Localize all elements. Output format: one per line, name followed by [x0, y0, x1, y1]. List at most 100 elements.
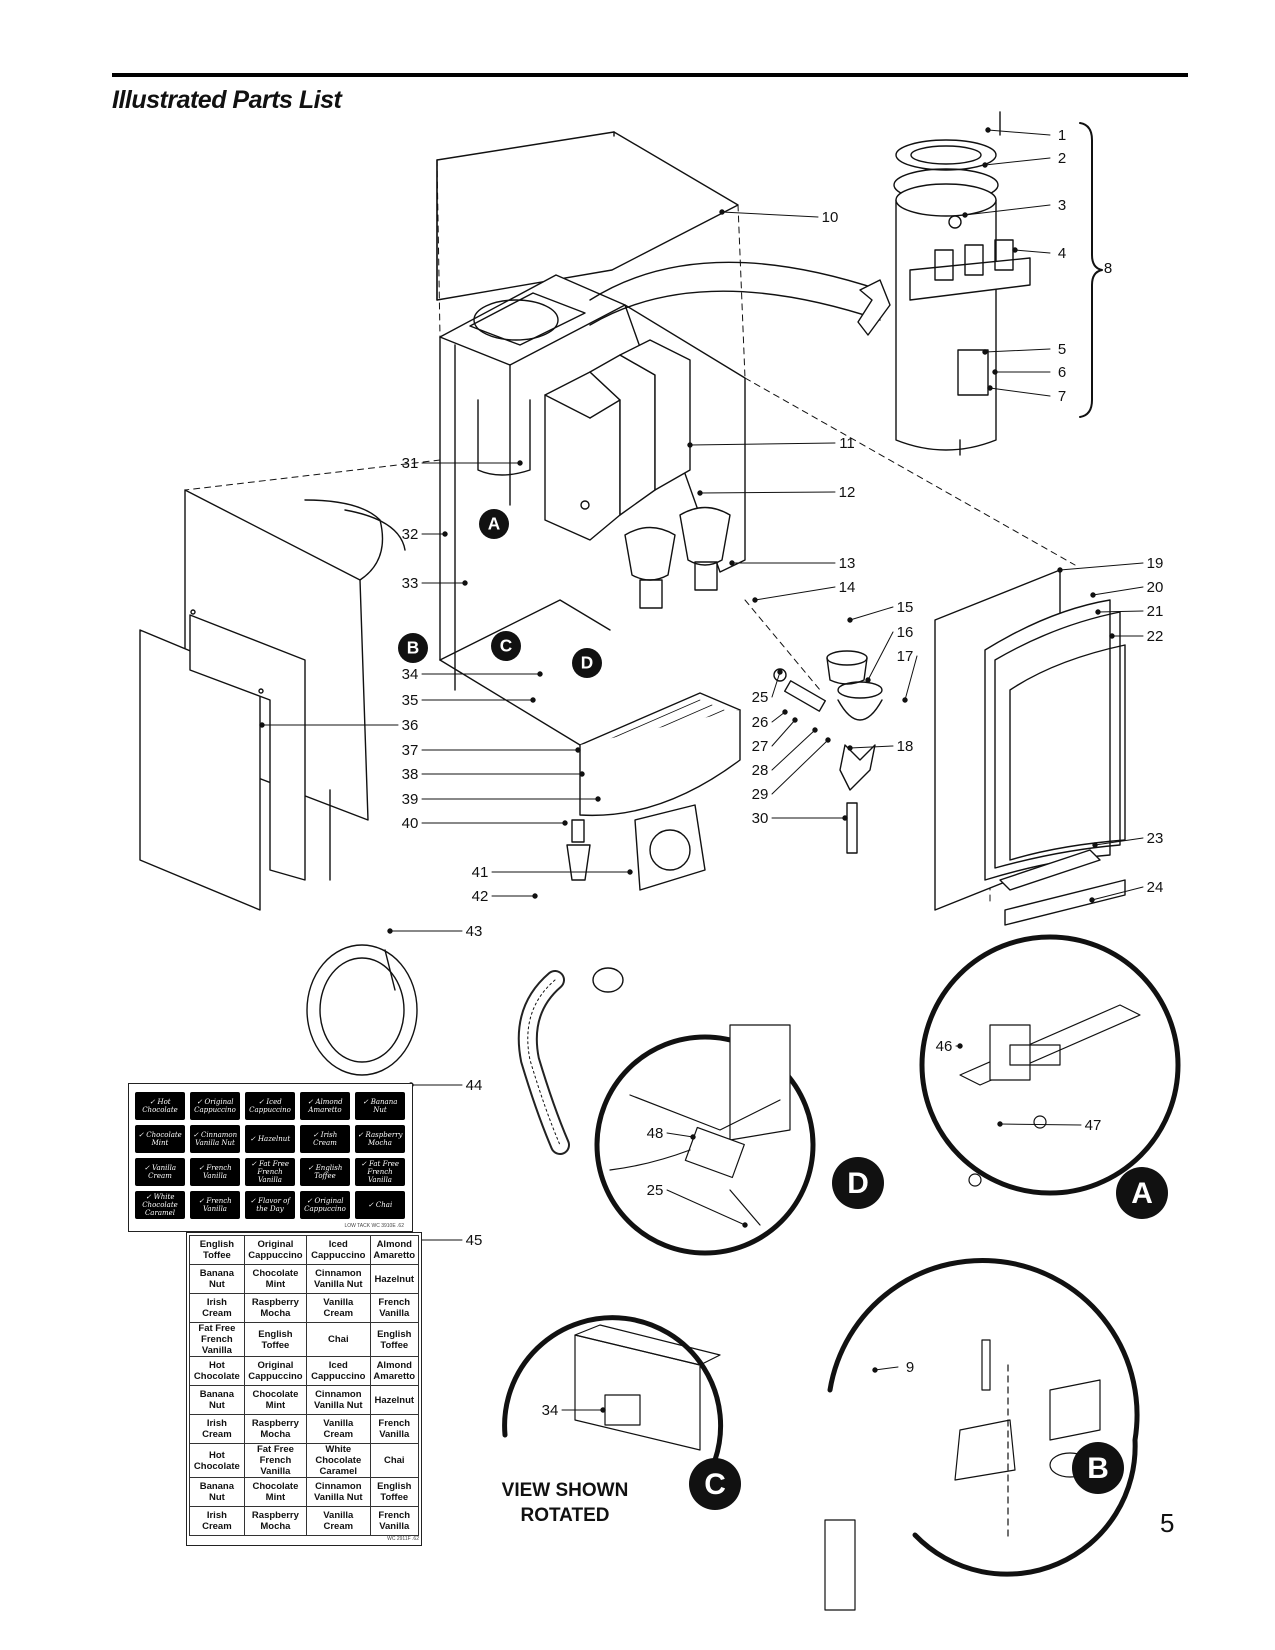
detail-badge-b	[1072, 1442, 1124, 1494]
leader-dot	[962, 212, 968, 218]
callout-38: 38	[402, 766, 419, 783]
callout-22: 22	[1147, 628, 1164, 645]
leader-line	[867, 631, 894, 681]
drain-tube-coil	[306, 944, 418, 1076]
leader-line	[849, 745, 894, 749]
flavor-label: ✓ White Chocolate Caramel	[135, 1191, 185, 1219]
detail-badge-c	[689, 1458, 741, 1510]
flavor-label: ✓ Original Cappuccino	[300, 1191, 350, 1219]
leader-lines	[259, 127, 1144, 1413]
callout-10: 10	[822, 209, 839, 226]
leader-dot	[1109, 633, 1115, 639]
callout-29: 29	[752, 786, 769, 803]
leader-dot	[1095, 609, 1101, 615]
flavor-label: ✓ Original Cappuccino	[190, 1092, 240, 1120]
callout-18: 18	[897, 738, 914, 755]
flavor-label: ✓ French Vanilla	[190, 1191, 240, 1219]
leader-dot	[600, 1407, 606, 1413]
leader-dot	[782, 709, 788, 715]
callout-39: 39	[402, 791, 419, 808]
leader-dot	[865, 677, 871, 683]
view-shown-rotated-note: VIEW SHOWN ROTATED	[480, 1478, 650, 1528]
leader-line	[904, 655, 918, 701]
leader-dot	[812, 727, 818, 733]
flavor-cell: English Toffee	[243, 1322, 308, 1357]
leader-dot	[825, 737, 831, 743]
flavor-label: ✓ Banana Nut	[355, 1092, 405, 1120]
detail-badge-letter: D	[847, 1167, 869, 1200]
flavor-cell: Irish Cream	[189, 1293, 245, 1323]
leader-line	[1091, 886, 1144, 901]
flavor-label: ✓ Irish Cream	[300, 1125, 350, 1153]
flavor-cell: Irish Cream	[189, 1506, 245, 1536]
flavor-cell: Hazelnut	[369, 1385, 419, 1415]
callout-47: 47	[1085, 1117, 1102, 1134]
product-canisters	[544, 339, 691, 541]
flavor-label: ✓ English Toffee	[300, 1158, 350, 1186]
leader-dot	[992, 369, 998, 375]
leader-line	[754, 586, 836, 601]
flavor-cell: Raspberry Mocha	[243, 1414, 308, 1444]
leader-dot	[847, 745, 853, 751]
flavor-cell: Raspberry Mocha	[243, 1506, 308, 1536]
flavor-cell: English Toffee	[189, 1235, 245, 1265]
leader-line	[771, 711, 786, 723]
callout-48: 48	[647, 1125, 664, 1142]
leader-dot	[982, 162, 988, 168]
callout-32: 32	[402, 526, 419, 543]
detail-badge-letter: B	[1087, 1452, 1109, 1485]
leader-dot	[517, 460, 523, 466]
leader-dot	[562, 820, 568, 826]
leader-dot	[537, 671, 543, 677]
leader-dot	[985, 127, 991, 133]
flavor-cell: Chai	[369, 1443, 419, 1478]
flavor-cell: Vanilla Cream	[306, 1414, 371, 1444]
callout-numbers: 1234567891011121314151617181920212223242…	[402, 127, 1164, 1419]
callout-35: 35	[402, 692, 419, 709]
callout-44: 44	[466, 1077, 483, 1094]
callout-5: 5	[1058, 341, 1066, 358]
flavor-cell: Hot Chocolate	[189, 1443, 245, 1478]
note-line-2: ROTATED	[520, 1505, 610, 1526]
flavor-cell: Vanilla Cream	[306, 1506, 371, 1536]
flavor-cell: Hazelnut	[369, 1264, 419, 1294]
leader-line	[666, 1132, 694, 1138]
callout-23: 23	[1147, 830, 1164, 847]
flavor-cell: Banana Nut	[189, 1385, 245, 1415]
flavor-cell: Almond Amaretto	[369, 1356, 419, 1386]
labels-44-grid: ✓ Hot Chocolate✓ Original Cappuccino✓ Ic…	[135, 1092, 405, 1219]
detail-badge-c	[491, 631, 521, 661]
callout-40: 40	[402, 815, 419, 832]
leader-line	[849, 606, 894, 621]
callout-46: 46	[936, 1038, 953, 1055]
leader-dot	[579, 771, 585, 777]
flavor-cell: Chocolate Mint	[243, 1385, 308, 1415]
callout-21: 21	[1147, 603, 1164, 620]
callout-16: 16	[897, 624, 914, 641]
detail-badge-letter: A	[1131, 1177, 1153, 1210]
leader-dot	[1012, 247, 1018, 253]
flex-hose	[517, 967, 624, 1155]
callout-3: 3	[1058, 197, 1066, 214]
leader-line	[1097, 610, 1144, 613]
callout-17: 17	[897, 648, 914, 665]
flavor-label: ✓ Hazelnut	[245, 1125, 295, 1153]
flavor-cell: Irish Cream	[189, 1414, 245, 1444]
leader-dot	[1057, 567, 1063, 573]
detail-circle-c	[502, 1315, 724, 1463]
leader-line	[989, 387, 1051, 397]
leader-line	[984, 157, 1051, 166]
flavor-cell: Fat Free French Vanilla	[189, 1322, 245, 1357]
leader-dot	[902, 697, 908, 703]
leader-dot	[532, 893, 538, 899]
drip-tray	[579, 692, 741, 817]
flavor-cell: Chai	[306, 1322, 371, 1357]
leader-dot	[847, 617, 853, 623]
flavor-cell: Cinnamon Vanilla Nut	[306, 1264, 371, 1294]
